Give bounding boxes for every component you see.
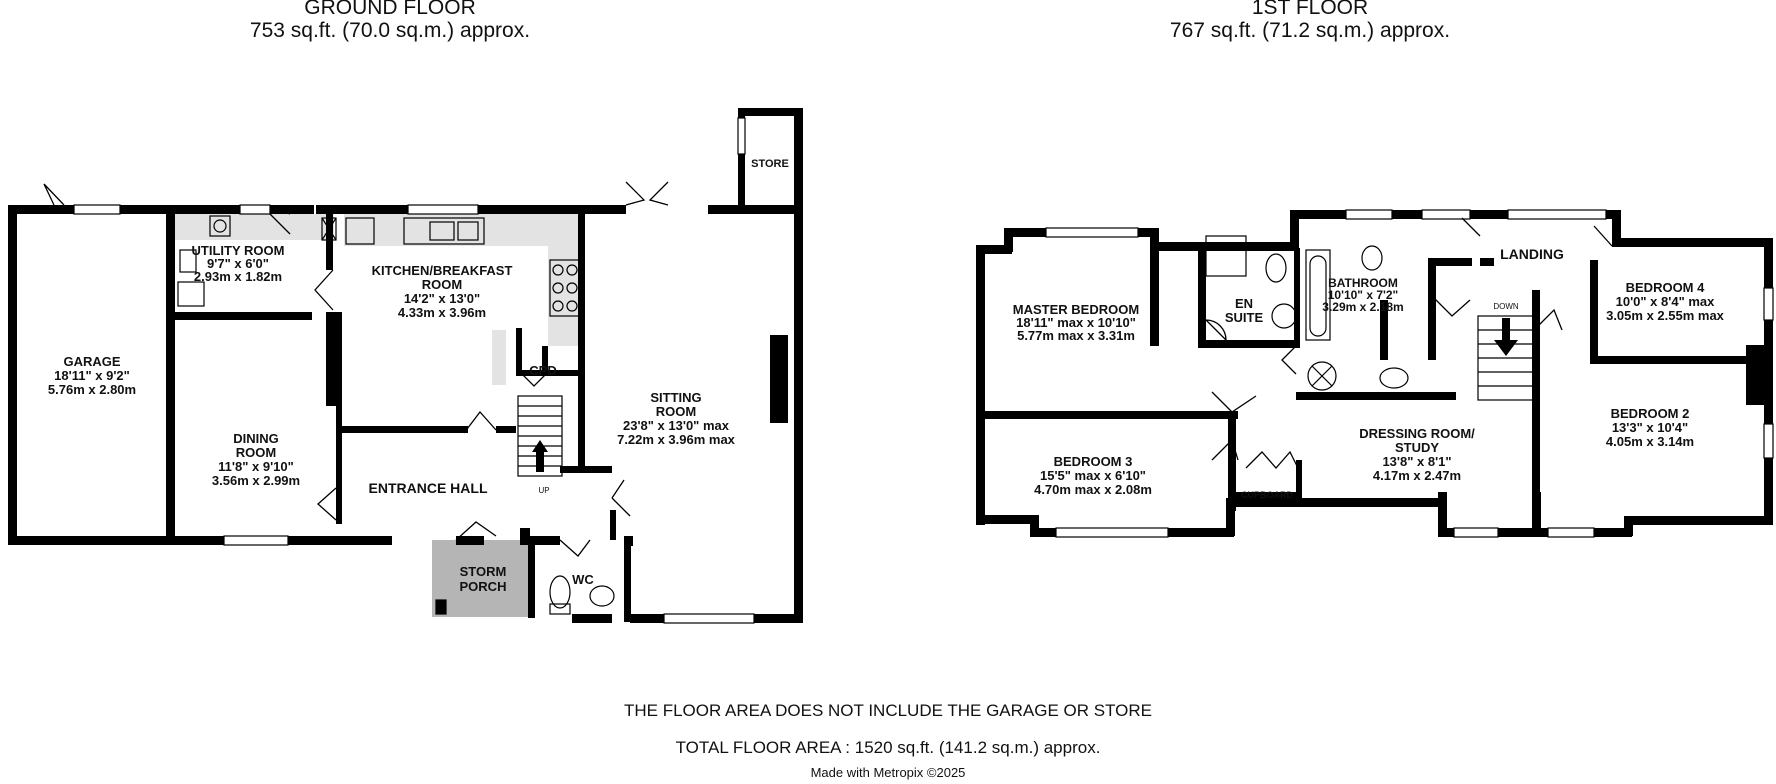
bathroom-toilet-icon: [1361, 245, 1383, 271]
master-name: MASTER BEDROOM: [1013, 302, 1139, 317]
garage-metric: 5.76m x 2.80m: [48, 382, 136, 397]
kitchen-name-2: ROOM: [422, 277, 462, 292]
bed3-imperial: 15'5" max x 6'10": [1040, 468, 1146, 483]
cpd-label: CPD: [529, 363, 556, 378]
sitting-imperial: 23'8" x 13'0" max: [623, 418, 730, 433]
boiler-icon: [177, 281, 205, 307]
kitchen-metric: 4.33m x 3.96m: [398, 305, 486, 320]
bathroom-name: BATHROOM: [1328, 276, 1398, 290]
sitting-name-2: ROOM: [656, 404, 696, 419]
bed4-name: BEDROOM 4: [1626, 280, 1706, 295]
landing-label: LANDING: [1500, 246, 1564, 262]
svg-text:BEDROOM 213'3" x 10'4"4.05m x: BEDROOM 213'3" x 10'4"4.05m x 3.14m: [1606, 406, 1694, 449]
kitchen-name: KITCHEN/BREAKFAST: [372, 263, 513, 278]
first-floor-header: 1ST FLOOR 767 sq.ft. (71.2 sq.m.) approx…: [1110, 0, 1510, 42]
bath-icon: [1305, 249, 1331, 341]
porch-name: STORM: [460, 564, 507, 579]
dressing-name: DRESSING ROOM/: [1359, 426, 1475, 441]
wc-label: WC: [572, 572, 594, 587]
kitchen-worktop-side: [548, 246, 582, 346]
master-metric: 5.77m max x 3.31m: [1017, 328, 1135, 343]
bed3-name: BEDROOM 3: [1054, 454, 1133, 469]
wc-basin-icon: [589, 585, 615, 607]
ground-floor-area: 753 sq.ft. (70.0 sq.m.) approx.: [249, 19, 531, 42]
toilet-icon: [549, 575, 571, 609]
dining-name-2: ROOM: [236, 445, 276, 460]
ensuite-name-2: SUITE: [1225, 310, 1264, 325]
master-imperial: 18'11" max x 10'10": [1016, 315, 1136, 330]
sitting-metric: 7.22m x 3.96m max: [617, 432, 736, 447]
down-label: DOWN: [1493, 302, 1519, 311]
ground-floor-header: GROUND FLOOR 753 sq.ft. (70.0 sq.m.) app…: [190, 0, 590, 42]
utility-metric: 2.93m x 1.82m: [194, 269, 282, 284]
svg-text:BEDROOM 315'5" max x 6'10"4.70: BEDROOM 315'5" max x 6'10"4.70m max x 2.…: [1034, 454, 1152, 497]
footer-total: TOTAL FLOOR AREA : 1520 sq.ft. (141.2 sq…: [675, 738, 1101, 757]
bathroom-metric: 3.29m x 2.18m: [1322, 300, 1403, 314]
kitchen-sink-icon: [403, 217, 485, 245]
footer-credit: Made with Metropix ©2025: [810, 765, 966, 780]
utility-name: UTILITY ROOM: [192, 243, 285, 258]
bathroom-basin-icon: [1379, 367, 1409, 389]
sitting-name: SITTING: [650, 390, 701, 405]
kitchen-island: [492, 330, 506, 385]
entrance-hall-label: ENTRANCE HALL: [369, 480, 488, 496]
bed3-metric: 4.70m max x 2.08m: [1034, 482, 1152, 497]
washing-machine-icon: [209, 215, 231, 237]
ensuite-name: EN: [1235, 296, 1253, 311]
footer-note: THE FLOOR AREA DOES NOT INCLUDE THE GARA…: [623, 701, 1153, 720]
hob-icon: [345, 217, 375, 245]
stairs-down-arrow-icon: [1494, 318, 1518, 356]
bed4-imperial: 10'0" x 8'4" max: [1616, 294, 1716, 309]
dressing-metric: 4.17m x 2.47m: [1373, 468, 1461, 483]
cooker-icon: [549, 259, 581, 317]
ensuite-basin-icon: [1271, 303, 1297, 329]
cupboard-label: CUPBOARD: [1241, 490, 1294, 500]
dining-name: DINING: [233, 431, 279, 446]
utility-sink-icon: [179, 249, 197, 273]
dressing-imperial: 13'8" x 8'1": [1382, 454, 1451, 469]
first-floor-area: 767 sq.ft. (71.2 sq.m.) approx.: [1169, 19, 1451, 42]
up-label: UP: [538, 486, 549, 495]
bed2-imperial: 13'3" x 10'4": [1612, 420, 1688, 435]
dining-metric: 3.56m x 2.99m: [212, 473, 300, 488]
kitchen-worktop-top: [344, 214, 582, 246]
bed2-name: BEDROOM 2: [1611, 406, 1690, 421]
utility-worktop: [174, 214, 334, 240]
dressing-name-2: STUDY: [1395, 440, 1439, 455]
bed2-metric: 4.05m x 3.14m: [1606, 434, 1694, 449]
ensuite-shower-icon: [1205, 235, 1247, 277]
bed4-metric: 3.05m x 2.55m max: [1606, 308, 1725, 323]
porch-name-2: PORCH: [460, 579, 507, 594]
cylinder-icon: [1307, 361, 1337, 391]
kitchen-imperial: 14'2" x 13'0": [404, 291, 480, 306]
bathroom-imperial: 10'10" x 7'2": [1328, 288, 1398, 302]
utility-imperial: 9'7" x 6'0": [207, 256, 269, 271]
ensuite-toilet-icon: [1265, 253, 1287, 283]
stairs-up-arrow-icon: [532, 440, 548, 472]
garage-imperial: 18'11" x 9'2": [54, 368, 130, 383]
storm-porch-floor: [432, 540, 528, 617]
fridge-icon: [321, 217, 337, 241]
dining-imperial: 11'8" x 9'10": [218, 459, 294, 474]
ground-floor-title: GROUND FLOOR: [304, 0, 476, 19]
store-label: STORE: [751, 158, 789, 170]
garage-name: GARAGE: [63, 354, 120, 369]
first-floor-title: 1ST FLOOR: [1251, 0, 1369, 19]
